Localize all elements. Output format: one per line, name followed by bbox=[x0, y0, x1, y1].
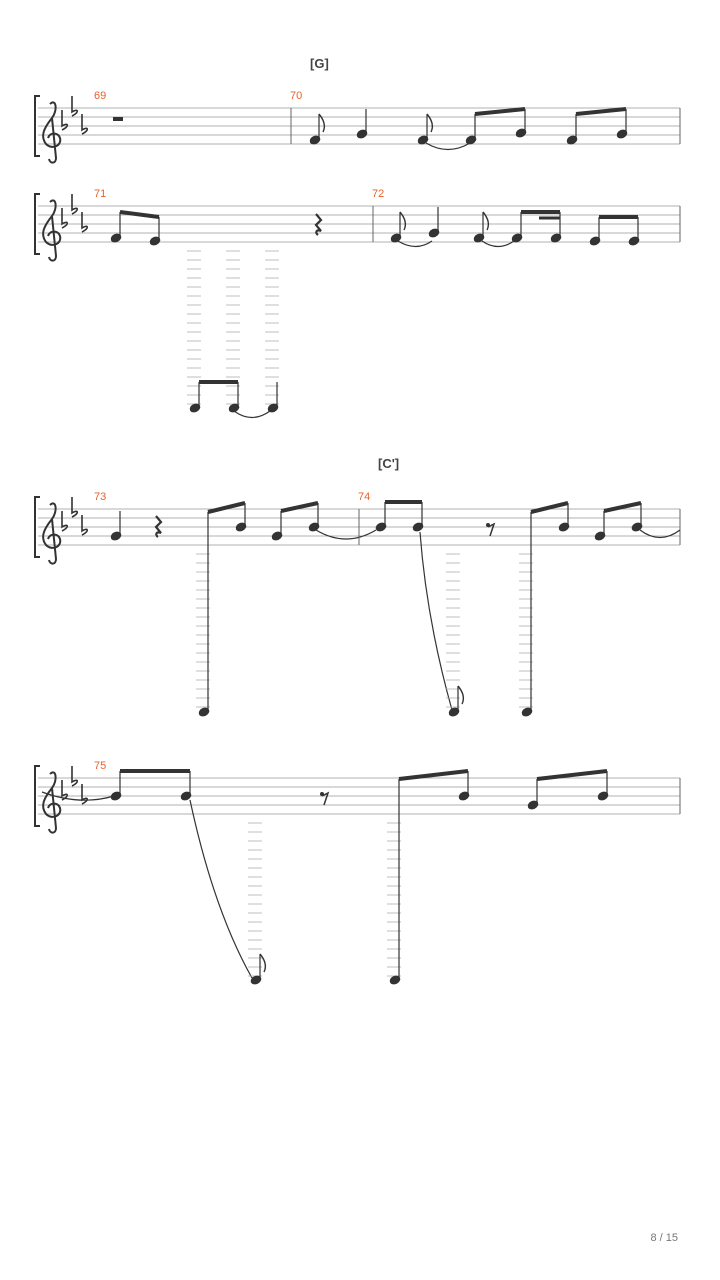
treble-clef-icon bbox=[42, 502, 62, 565]
measure-number: 74 bbox=[358, 491, 370, 503]
staff-system-2: 71 72 bbox=[34, 188, 681, 419]
notes-measure-74 bbox=[375, 500, 681, 717]
notes-measure-73 bbox=[110, 501, 377, 717]
eighth-rest bbox=[319, 791, 329, 806]
notes-measure-71 bbox=[110, 210, 279, 419]
system-bracket bbox=[34, 496, 40, 558]
notes-measure-72 bbox=[390, 207, 640, 248]
key-signature-flats bbox=[61, 496, 89, 536]
measure-number: 70 bbox=[290, 90, 302, 102]
staff-lines bbox=[38, 107, 680, 145]
notes-measure-70 bbox=[309, 107, 628, 151]
section-label-c-prime: [C'] bbox=[378, 456, 399, 471]
system-bracket bbox=[34, 193, 40, 255]
section-label-g: [G] bbox=[310, 56, 329, 71]
measure-number: 75 bbox=[94, 760, 106, 772]
system-bracket bbox=[34, 95, 40, 157]
notes-measure-75 bbox=[41, 769, 609, 985]
quarter-rest bbox=[314, 212, 323, 237]
quarter-rest bbox=[154, 514, 163, 539]
page-indicator: 8 / 15 bbox=[650, 1232, 678, 1244]
staff-lines bbox=[38, 205, 680, 243]
treble-clef-icon bbox=[42, 771, 62, 834]
measure-number: 72 bbox=[372, 188, 384, 200]
measure-number: 71 bbox=[94, 188, 106, 200]
staff-system-1: [G] 69 70 bbox=[34, 56, 681, 164]
system-bracket bbox=[34, 765, 40, 827]
staff-system-4: 75 bbox=[34, 760, 681, 985]
eighth-rest bbox=[485, 522, 495, 537]
treble-clef-icon bbox=[42, 101, 62, 164]
staff-lines bbox=[38, 777, 680, 815]
measure-number: 69 bbox=[94, 90, 106, 102]
measure-number: 73 bbox=[94, 491, 106, 503]
treble-clef-icon bbox=[42, 199, 62, 262]
key-signature-flats bbox=[61, 95, 89, 135]
key-signature-flats bbox=[61, 193, 89, 233]
staff-system-3: [C'] 73 bbox=[34, 456, 681, 717]
half-rest bbox=[113, 117, 123, 121]
